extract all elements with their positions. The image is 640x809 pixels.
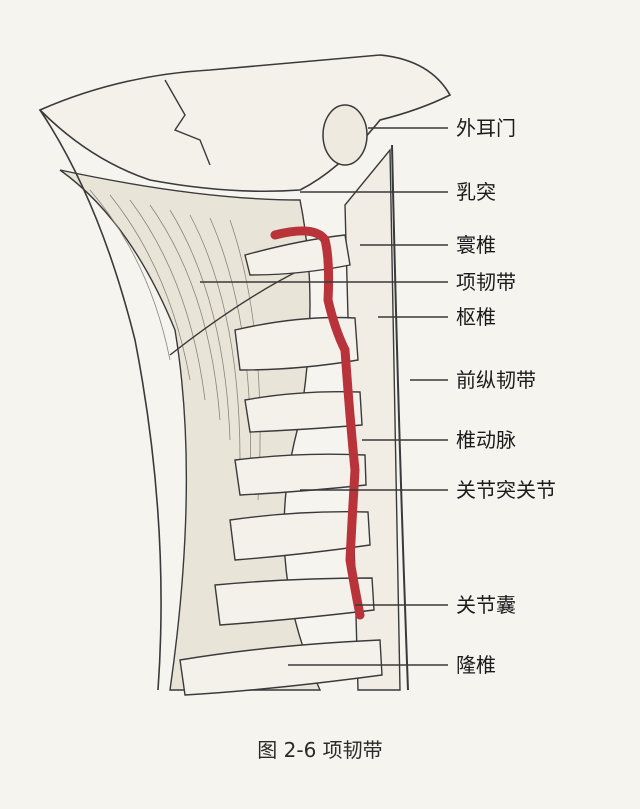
label-external-ear-canal: 外耳门 (456, 116, 516, 140)
ear-canal-shape (322, 104, 368, 166)
anterior-longitudinal-ligament-shape (391, 144, 409, 691)
label-joint-capsule: 关节囊 (456, 593, 516, 617)
leader-lines (200, 127, 448, 666)
label-mastoid-process: 乳突 (456, 180, 496, 204)
label-vertebra-prominens: 隆椎 (456, 653, 496, 677)
vertebral-artery-shape (270, 226, 365, 620)
vertebrae (179, 234, 383, 696)
nuchal-ligament-line (169, 269, 301, 356)
label-anterior-longitudinal-ligament: 前纵韧带 (456, 368, 536, 392)
label-atlas: 寰椎 (456, 233, 496, 257)
label-nuchal-ligament: 项韧带 (456, 270, 516, 294)
label-axis: 枢椎 (456, 305, 496, 329)
figure-caption: 图 2-6 项韧带 (257, 738, 383, 762)
skull-base (38, 54, 452, 193)
label-facet-joint: 关节突关节 (456, 478, 556, 502)
label-vertebral-artery: 椎动脉 (456, 428, 516, 452)
skull-crack (164, 79, 211, 166)
neck-contour (39, 109, 162, 691)
